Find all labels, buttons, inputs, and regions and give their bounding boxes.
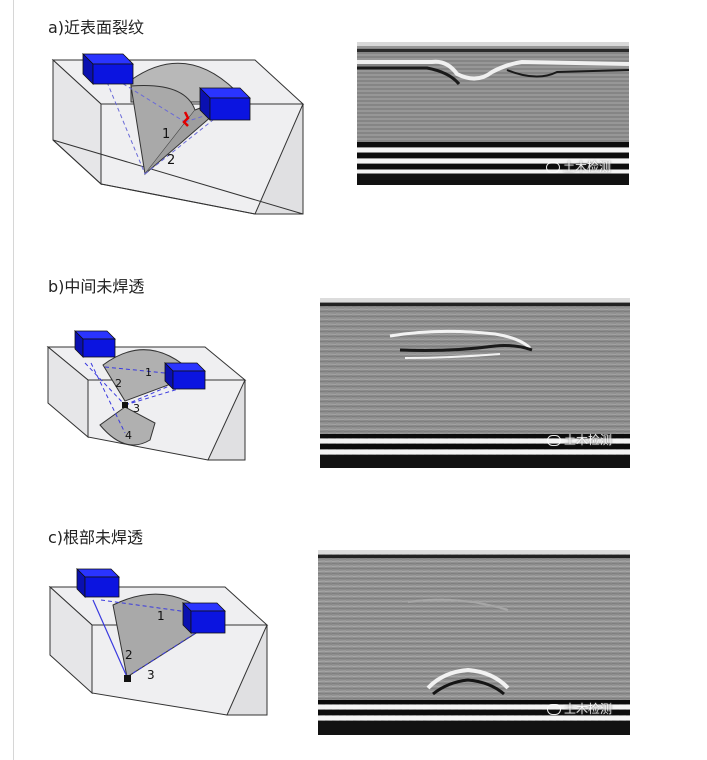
diagram-middle-incomplete-penetration: 1 2 3 4 xyxy=(46,330,247,461)
crack-mark xyxy=(182,111,190,127)
scan-image-c: 土木检测 xyxy=(318,550,630,735)
scan-image-b: 土木检测 xyxy=(320,298,630,468)
wechat-logo-icon xyxy=(546,704,561,715)
probe-right xyxy=(164,362,206,390)
probe-right xyxy=(199,87,251,121)
page-left-rule xyxy=(13,0,14,760)
label-path-1: 1 xyxy=(145,366,152,379)
label-path-2: 2 xyxy=(125,648,133,662)
label-path-3: 3 xyxy=(133,402,140,415)
label-path-3: 3 xyxy=(147,668,155,682)
watermark-c: 土木检测 xyxy=(546,700,612,717)
wechat-logo-icon xyxy=(546,435,561,446)
beam-path xyxy=(106,81,146,175)
diagram-root-incomplete-penetration: 1 2 3 xyxy=(48,568,269,716)
label-path-2: 2 xyxy=(167,153,175,168)
label-path-2: 2 xyxy=(115,377,122,390)
scan-image-a: 土木检测 xyxy=(357,42,629,185)
probe-left xyxy=(76,568,120,598)
defect-mark xyxy=(124,675,131,682)
watermark-b: 土木检测 xyxy=(546,431,612,448)
label-path-4: 4 xyxy=(125,429,132,442)
wechat-logo-icon xyxy=(545,162,560,173)
probe-left xyxy=(74,330,116,358)
weld-bottom xyxy=(99,406,156,446)
caption-a: a)近表面裂纹 xyxy=(48,18,145,37)
caption-b: b)中间未焊透 xyxy=(48,277,145,296)
watermark-a: 土木检测 xyxy=(545,158,611,175)
defect-mark xyxy=(122,402,128,408)
probe-right xyxy=(182,602,226,634)
label-path-1: 1 xyxy=(162,127,170,142)
beam-path xyxy=(92,599,128,678)
caption-c: c)根部未焊透 xyxy=(48,528,144,547)
probe-left xyxy=(82,53,134,85)
diagram-near-surface-crack: 1 2 xyxy=(51,53,305,215)
label-path-1: 1 xyxy=(157,609,165,623)
